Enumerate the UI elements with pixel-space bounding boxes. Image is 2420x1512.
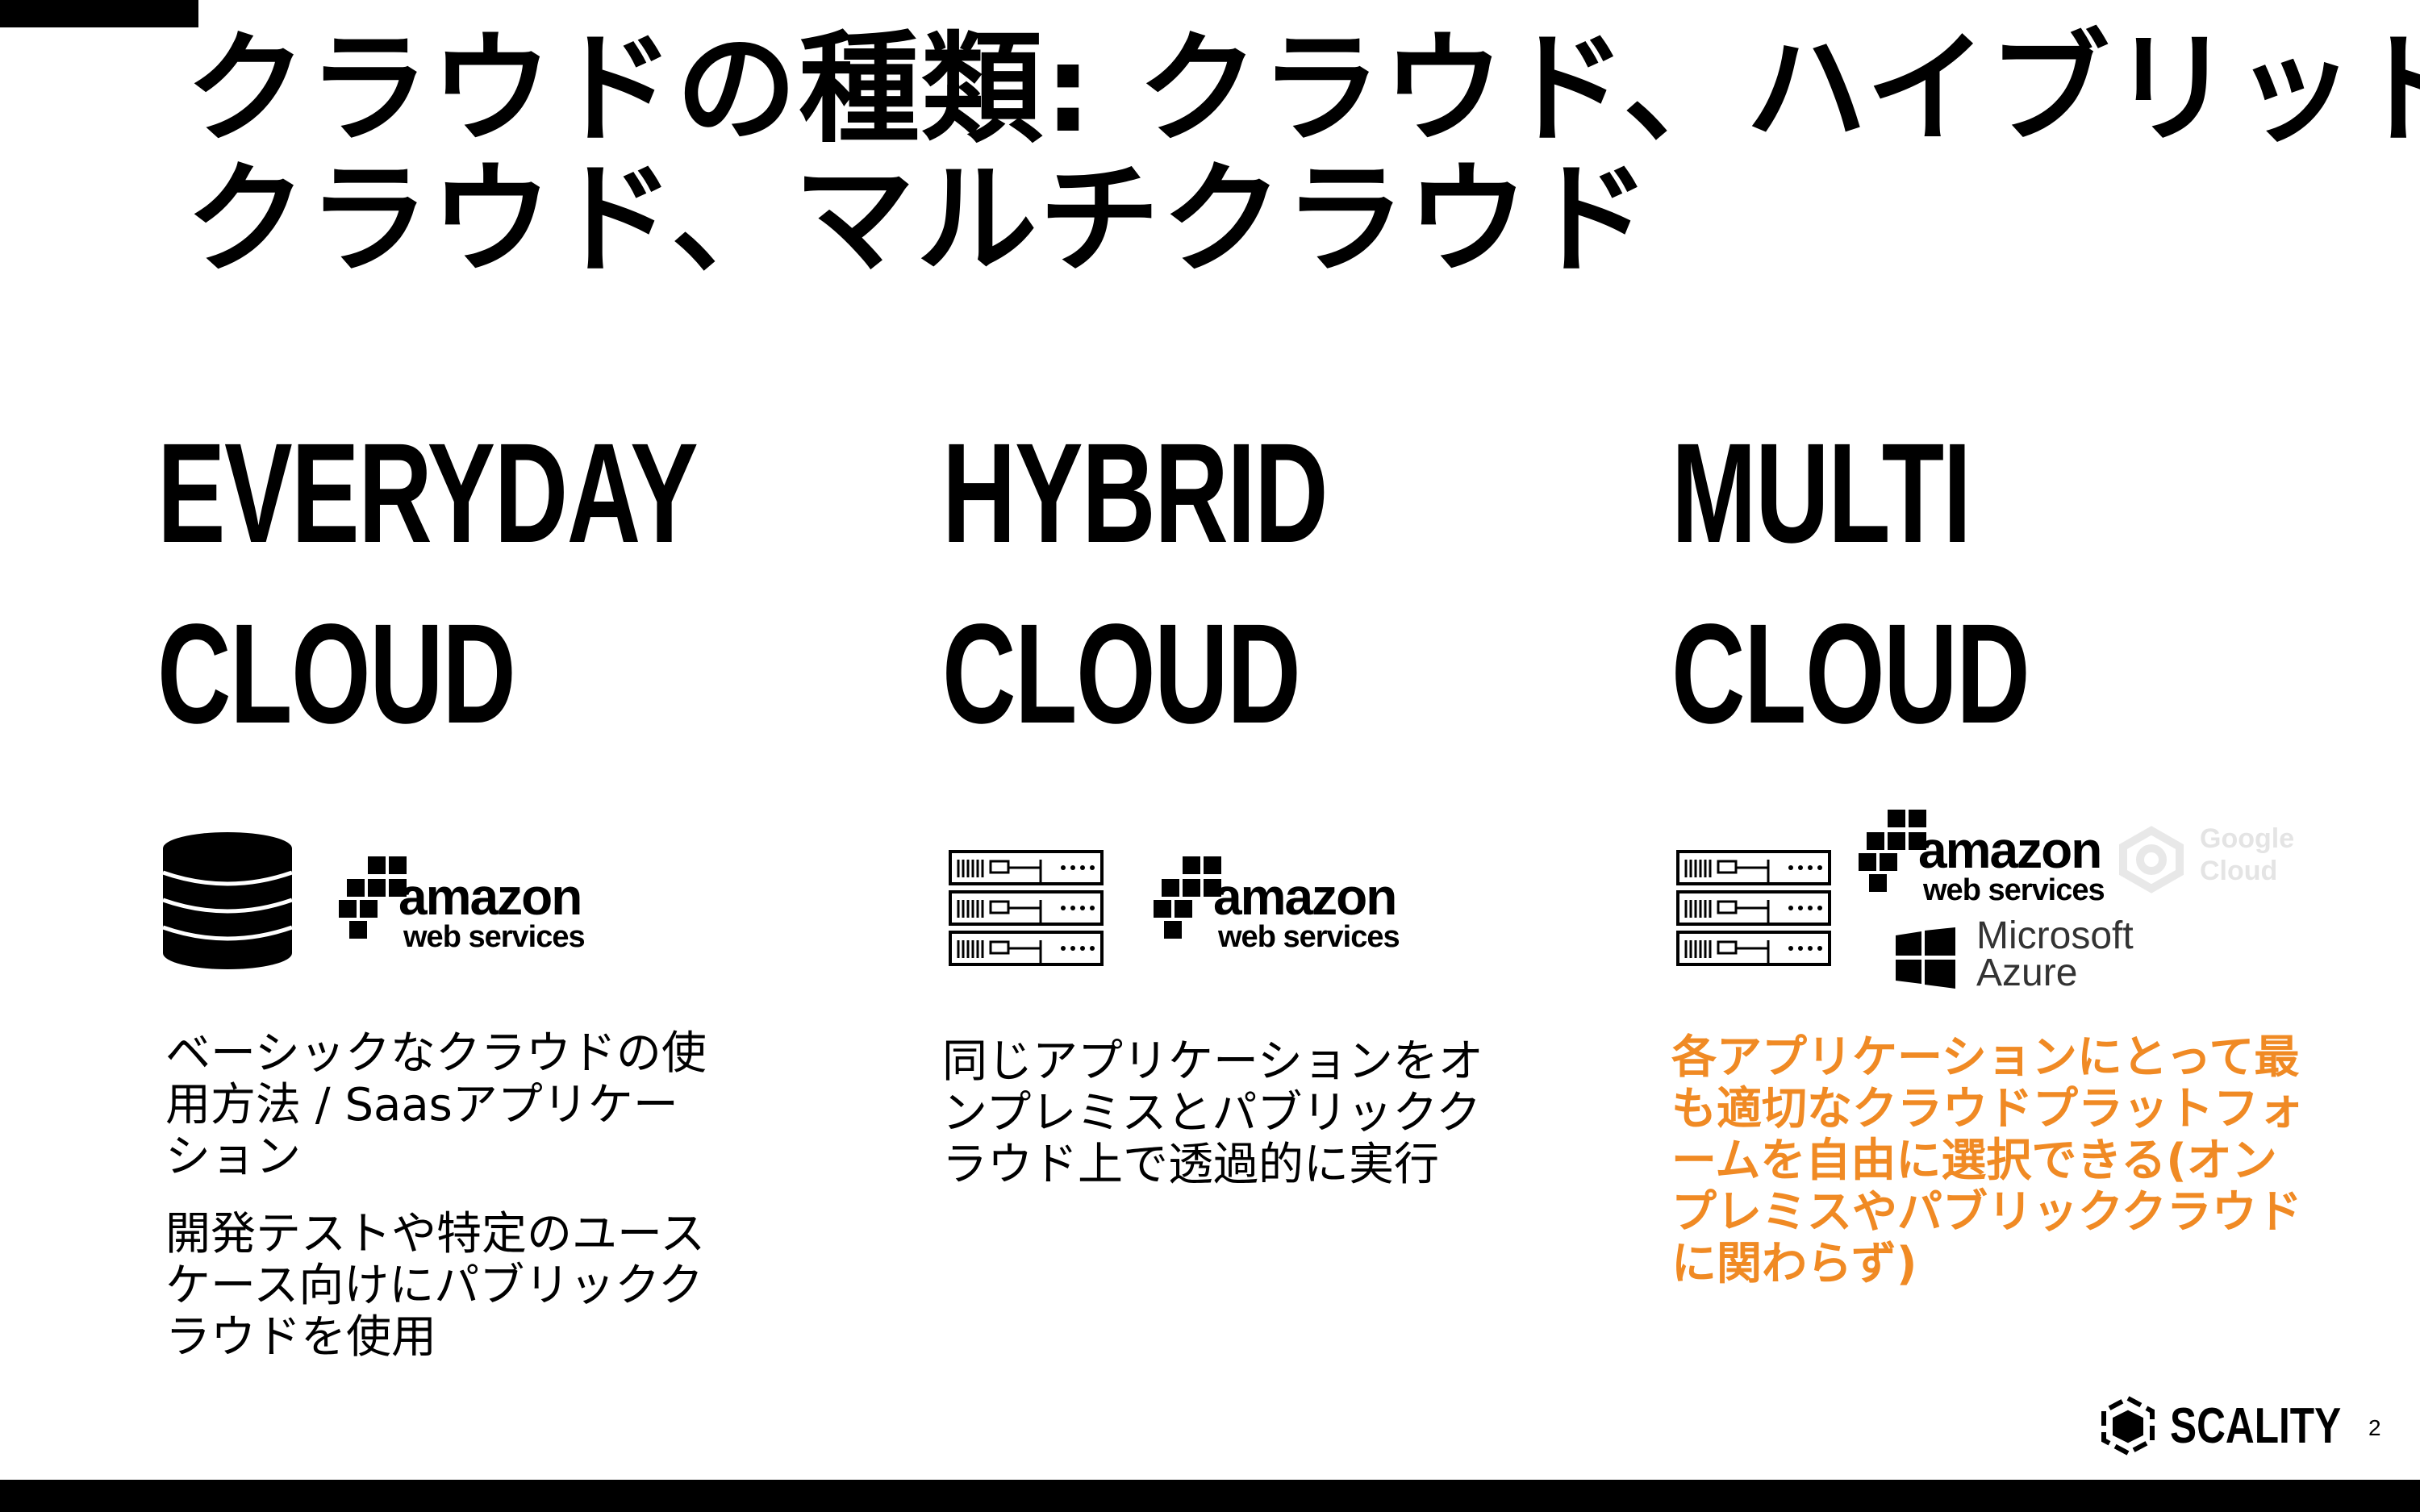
aws-wordmark: amazon [398,868,582,926]
column-multi-cloud: MULTI CLOUD [1671,403,2349,1403]
microsoft-label: Microsoft [1976,914,2134,957]
description-paragraph: 開発テストや特定のユースケース向けにパブリッククラウドを使用 [165,1208,706,1364]
azure-label: Azure [1976,952,2078,994]
description-paragraph: ベーシックなクラウドの使用方法 / Saasアプリケーション [165,1027,707,1183]
bottom-bar [0,1480,2420,1512]
scality-cube-icon [2096,1393,2160,1461]
aws-subtitle: web services [1218,920,1400,954]
aws-wordmark: amazon [1918,821,2102,879]
google-cloud-icon [2111,823,2192,898]
heading-line1: EVERYDAY [157,414,699,573]
column-description: 各アプリケーションにとって最も適切なクラウドプラットフォームを自由に選択できる(… [1671,1032,2309,1316]
slide-title-line2: クラウド、マルチクラウド [186,150,1653,290]
column-heading: MULTI CLOUD [1671,403,2159,764]
aws-cubes-icon [1859,808,1947,900]
google-cloud-line1: Google [2200,823,2295,854]
server-rack-icon [1676,850,1831,971]
page-number: 2 [2368,1415,2381,1440]
aws-logo: amazon web services [339,855,586,968]
column-heading: HYBRID CLOUD [942,403,1383,764]
heading-line1: MULTI [1671,414,1971,573]
heading-line2: CLOUD [942,595,1301,753]
slide-title-line1: クラウドの種類: クラウド、ハイブリッド [186,19,2420,160]
slide-title: クラウドの種類: クラウド、ハイブリッド クラウド、マルチクラウド [186,19,2420,290]
aws-wordmark: amazon [1213,868,1397,926]
description-paragraph: 同じアプリケーションをオンプレミスとパブリッククラウド上で透過的に実行 [942,1035,1483,1191]
aws-logo: amazon web services [1859,808,2105,921]
column-icons: amazon web services Google Cloud [1671,810,2349,993]
column-icons: amazon web services [157,831,770,992]
google-cloud-line2: Cloud [2200,856,2278,886]
microsoft-azure-logo: Microsoft Azure [1896,914,2154,998]
column-description: 同じアプリケーションをオンプレミスとパブリッククラウド上で透過的に実行 [942,1036,1491,1217]
aws-subtitle: web services [403,920,586,954]
top-accent-bar [0,0,198,27]
heading-line2: CLOUD [157,595,516,753]
database-icon [161,831,294,979]
description-paragraph: 各アプリケーションにとって最も適切なクラウドプラットフォームを自由に選択できる(… [1671,1031,2304,1290]
server-rack-icon [949,850,1104,971]
aws-cubes-icon [339,855,428,947]
scality-logo: SCALITY [2096,1393,2354,1458]
aws-logo: amazon web services [1154,855,1400,968]
heading-line1: HYBRID [942,414,1329,573]
windows-icon [1896,927,1955,992]
aws-cubes-icon [1154,855,1242,947]
column-hybrid-cloud: HYBRID CLOUD [942,403,1555,1403]
column-heading: EVERYDAY CLOUD [157,403,699,764]
column-everyday-cloud: EVERYDAY CLOUD [157,403,770,1403]
column-icons: amazon web services [942,831,1555,992]
column-description: ベーシックなクラウドの使用方法 / Saasアプリケーション 開発テストや特定の… [165,1028,714,1389]
heading-line2: CLOUD [1671,595,2030,753]
aws-subtitle: web services [1923,873,2105,907]
scality-wordmark: SCALITY [2170,1398,2342,1454]
google-cloud-logo: Google Cloud [2111,814,2321,903]
